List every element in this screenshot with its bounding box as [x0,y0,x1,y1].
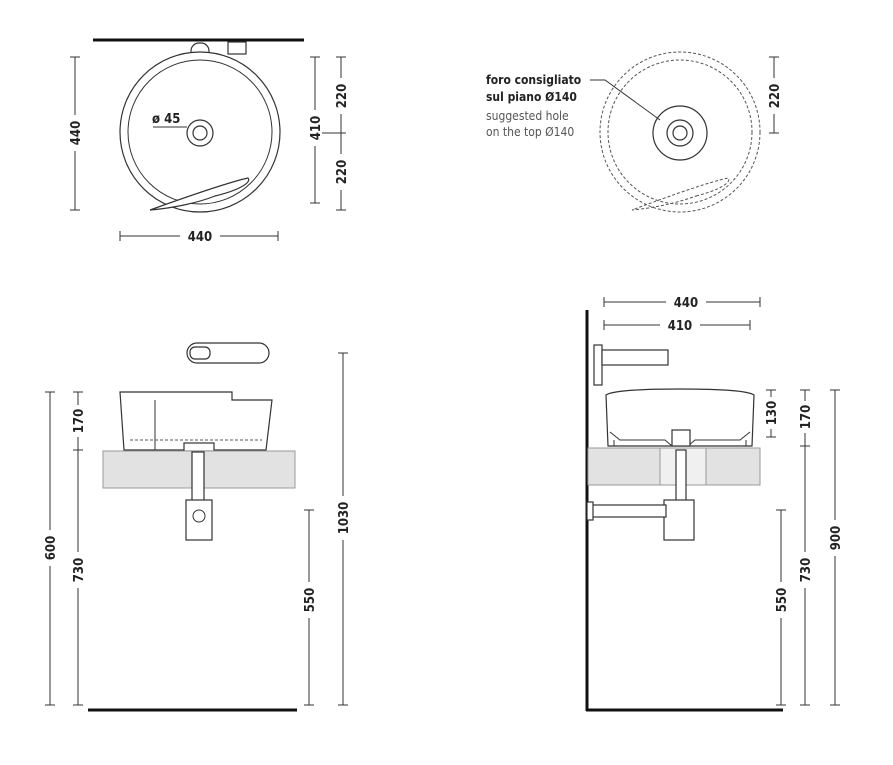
hole-offset-label: 220 [768,84,783,108]
note-en-1: suggested hole [486,109,569,123]
siphon-pipe-front [191,451,205,503]
note-it-2: sul piano Ø140 [486,90,577,104]
depth-label: 440 [69,121,84,145]
side-550-label: 550 [775,588,790,612]
top-view: ø 45 440 440 410 220 220 [66,38,350,245]
side-170-label: 170 [799,405,814,429]
hole-leader [590,79,661,121]
faucet-plate-plan [227,41,247,55]
offset-bottom-label: 220 [335,160,350,184]
waste-pipe-side [589,504,667,518]
side-900-label: 900 [829,526,844,550]
offset-top-label: 220 [335,84,350,108]
basin-side [605,388,755,447]
hole-drain-inner [672,125,688,141]
side-410-label: 410 [668,319,692,334]
side-730-label: 730 [799,558,814,582]
width-label: 440 [188,230,212,245]
side-130-label: 130 [765,401,780,425]
siphon-front [185,499,213,541]
basin-spout [149,177,250,211]
front-basin-height-label: 170 [72,409,87,433]
hole-spout-dashed [631,177,730,211]
front-730-label: 730 [72,558,87,582]
hole-inner-dashed [607,59,753,205]
front-600-label: 600 [44,536,59,560]
side-440-label: 440 [674,296,698,311]
hole-outer-dashed [599,51,761,213]
note-en-2: on the top Ø140 [486,125,574,139]
basin-front [119,391,273,451]
side-view: 440 410 130 170 730 550 900 [585,294,844,712]
hole-view: foro consigliato sul piano Ø140 suggeste… [486,51,783,213]
siphon-side [663,499,695,541]
faucet-side [601,349,669,366]
basin-label: 410 [309,116,324,140]
front-1030-label: 1030 [337,502,352,535]
basin-inner-ring [127,59,273,205]
note-it-1: foro consigliato [486,73,581,87]
drain-label: ø 45 [152,112,180,127]
drain-inner [192,125,208,141]
front-550-label: 550 [303,588,318,612]
front-view: 170 730 600 550 1030 [41,342,352,712]
